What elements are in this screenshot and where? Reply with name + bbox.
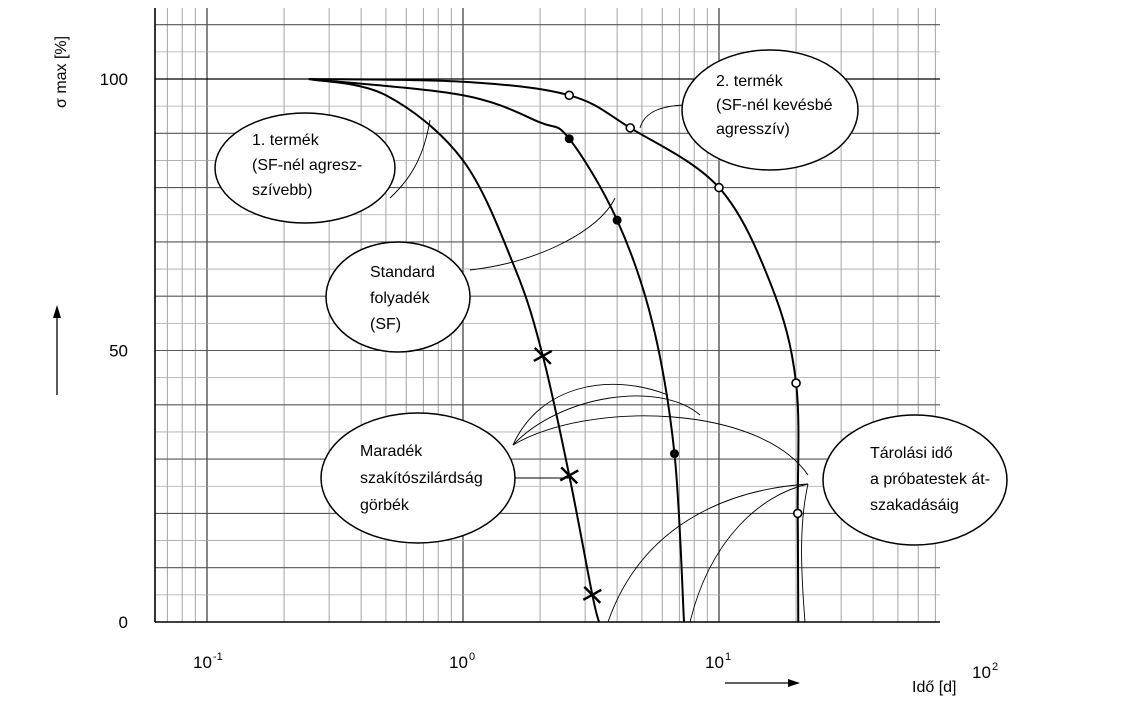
cross-stroke: [533, 349, 553, 362]
callout-text-line: szakítószilárdság: [360, 470, 483, 487]
x-tick-label: 10: [193, 653, 212, 672]
x-tick-label: 10: [449, 653, 468, 672]
cross-stroke: [559, 469, 579, 482]
cross-marker: [559, 466, 579, 485]
filled-marker: [669, 449, 679, 459]
y-tick-label: 0: [119, 613, 128, 632]
leader-line-0: [512, 383, 669, 446]
callout-text-line: Maradék: [360, 443, 423, 460]
open-marker: [791, 378, 801, 388]
callout-ellipse: [822, 414, 1008, 546]
callout-text-line: szívebb): [252, 182, 312, 199]
callout-sf: Standard folyadék (SF): [325, 241, 471, 353]
axis-labels: σ max [%] Idő [d]: [53, 36, 956, 696]
y-tick-label: 100: [100, 70, 128, 89]
leader-line-4: [689, 483, 809, 623]
x-tick-label: 10: [705, 653, 724, 672]
x-axis-arrowhead: [788, 679, 800, 687]
filled-marker: [564, 134, 574, 144]
callout-text-line: szakadásáig: [870, 497, 959, 514]
callout-text-line: Tárolási idő: [870, 445, 953, 462]
callout-text-line: Standard: [370, 264, 435, 281]
callouts: 1. termék (SF-nél agresz-szívebb) 2. termé…: [214, 49, 1008, 546]
series-markers: [533, 90, 803, 604]
open-marker: [714, 182, 724, 193]
y-axis-label: σ max [%]: [53, 36, 70, 108]
series-line-0: [308, 78, 601, 623]
plot-frame: [154, 8, 940, 623]
callout-ellipse: [681, 49, 859, 171]
callout-text-line: görbék: [360, 497, 410, 514]
callout-text-line: a próbatestek át-: [870, 471, 990, 488]
x-tick-exponent: -1: [213, 651, 223, 663]
leader-line-7: [469, 197, 616, 271]
cross-marker: [582, 586, 602, 604]
leader-line-1: [512, 395, 701, 446]
callout-text-line: 2. termék: [716, 73, 784, 90]
cross-stroke: [582, 588, 602, 601]
leader-line-6: [389, 119, 431, 199]
y-axis-arrowhead: [53, 305, 61, 318]
callout-text-line: folyadék: [370, 290, 431, 307]
open-marker: [564, 90, 575, 101]
callout-text-line: (SF-nél agresz-: [252, 157, 362, 174]
callout-leaders: [389, 104, 809, 623]
leader-line-3: [607, 483, 809, 623]
x-tick-exponent: 1: [725, 651, 731, 663]
callout-ellipse: [320, 412, 516, 544]
callout-ellipse: [214, 112, 396, 224]
y-tick-label: 50: [109, 342, 128, 361]
callout-term2: 2. termék (SF-nél kevésbé agresszív): [681, 49, 859, 171]
x-tick-label: 10: [972, 663, 991, 682]
callout-storage: Tárolási idő a próbatestek át-szakadásáig: [822, 414, 1008, 546]
callout-text-line: (SF): [370, 316, 401, 333]
filled-marker: [612, 215, 622, 225]
x-tick-exponent: 2: [992, 661, 998, 673]
callout-text-line: (SF-nél kevésbé: [716, 97, 833, 114]
callout-text-line: 1. termék: [252, 132, 320, 149]
callout-residual: Maradék szakítószilárdság görbék: [320, 412, 516, 544]
x-tick-exponent: 0: [469, 651, 475, 663]
callout-ellipse: [325, 241, 471, 353]
leader-line-5: [801, 483, 809, 623]
callout-term1: 1. termék (SF-nél agresz-szívebb): [214, 112, 396, 224]
cross-marker: [533, 347, 553, 365]
open-marker: [625, 123, 636, 133]
open-marker: [792, 508, 803, 519]
callout-text-line: agresszív): [716, 121, 790, 138]
leader-line-2: [512, 415, 809, 476]
x-axis-label: Idő [d]: [912, 679, 956, 696]
